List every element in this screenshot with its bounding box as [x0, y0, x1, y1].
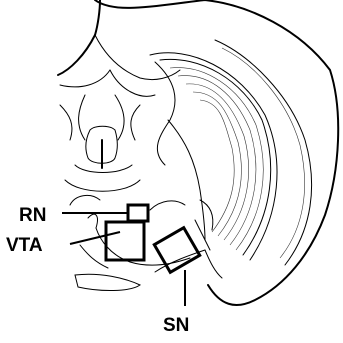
vta-leader-line [70, 232, 120, 244]
sn-label: SN [163, 315, 189, 336]
vta-label: VTA [6, 235, 43, 256]
midline-structures [58, 35, 213, 230]
rn-label: RN [19, 205, 46, 226]
vta-region-box [106, 222, 144, 260]
ventral-midbrain [75, 214, 222, 290]
sn-region-box [154, 228, 199, 273]
rn-region-box [128, 205, 148, 221]
